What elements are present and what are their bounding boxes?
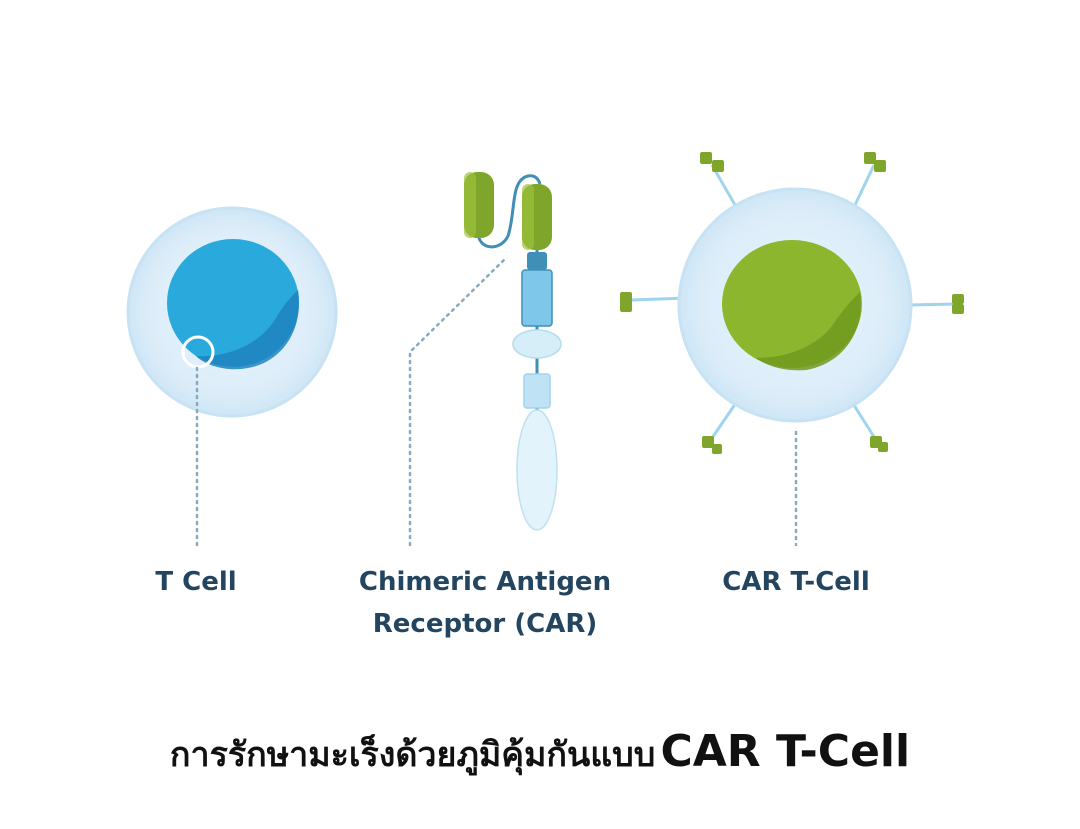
car-receptor-heads xyxy=(620,152,964,454)
car-t-cell-label: CAR T-Cell xyxy=(722,567,870,597)
car-label-line1: Chimeric Antigen xyxy=(359,567,611,597)
caption-en: CAR T-Cell xyxy=(660,726,911,777)
t-cell-label: T Cell xyxy=(155,567,236,597)
caption-title: การรักษามะเร็งด้วยภูมิคุ้มกันแบบ CAR T-C… xyxy=(0,712,1080,801)
car-label-line2: Receptor (CAR) xyxy=(373,609,597,639)
car-receptor-icon xyxy=(464,172,562,531)
car-leader-line xyxy=(408,256,508,547)
t-cell-icon xyxy=(126,206,338,418)
caption-thai: การรักษามะเร็งด้วยภูมิคุ้มกันแบบ xyxy=(169,735,656,775)
car-t-cell-icon xyxy=(620,152,964,454)
